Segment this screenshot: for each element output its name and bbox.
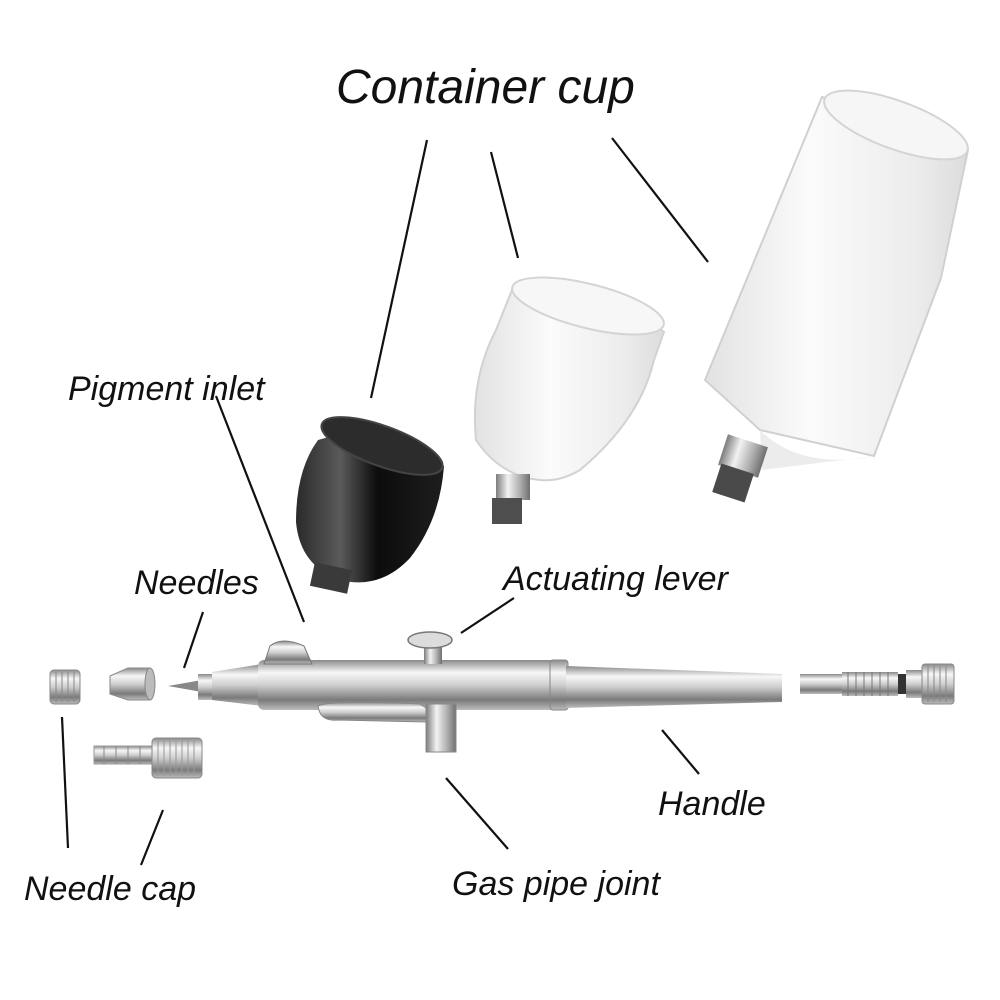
leader-needle-cap-right <box>139 809 165 866</box>
leader-handle <box>661 729 700 775</box>
pigment-inlet-port <box>263 640 313 665</box>
pigment-inlet-label: Pigment inlet <box>68 370 265 408</box>
nozzle-cap <box>109 667 156 701</box>
needle-tip <box>168 680 202 692</box>
small-container-cup <box>473 276 666 524</box>
handle-label: Handle <box>658 785 766 823</box>
black-container-cup <box>296 416 444 594</box>
needle-cap-small <box>49 669 81 705</box>
leader-gas-pipe-joint <box>445 777 509 850</box>
leader-actuating-lever <box>460 597 515 634</box>
leader-container-small <box>489 151 520 259</box>
leader-lines <box>60 137 709 866</box>
hose-connector <box>93 737 203 779</box>
leader-container-black <box>369 139 429 399</box>
actuating-lever-button <box>407 631 453 649</box>
needle-cap-label: Needle cap <box>24 870 197 908</box>
actuating-lever-label: Actuating lever <box>503 560 728 598</box>
needles-label: Needles <box>134 564 259 602</box>
gas-pipe-joint-label: Gas pipe joint <box>452 865 660 903</box>
container-cup-title: Container cup <box>336 61 635 114</box>
gas-joint-stem <box>425 703 457 753</box>
leader-pigment-inlet <box>214 395 306 623</box>
leader-container-large <box>611 137 709 263</box>
needle-chuck <box>800 663 955 705</box>
leader-needles <box>182 611 205 669</box>
large-container-cup <box>703 89 970 503</box>
handle-body <box>566 666 782 708</box>
airbrush-body <box>168 631 782 753</box>
leader-needle-cap-left <box>60 716 70 849</box>
